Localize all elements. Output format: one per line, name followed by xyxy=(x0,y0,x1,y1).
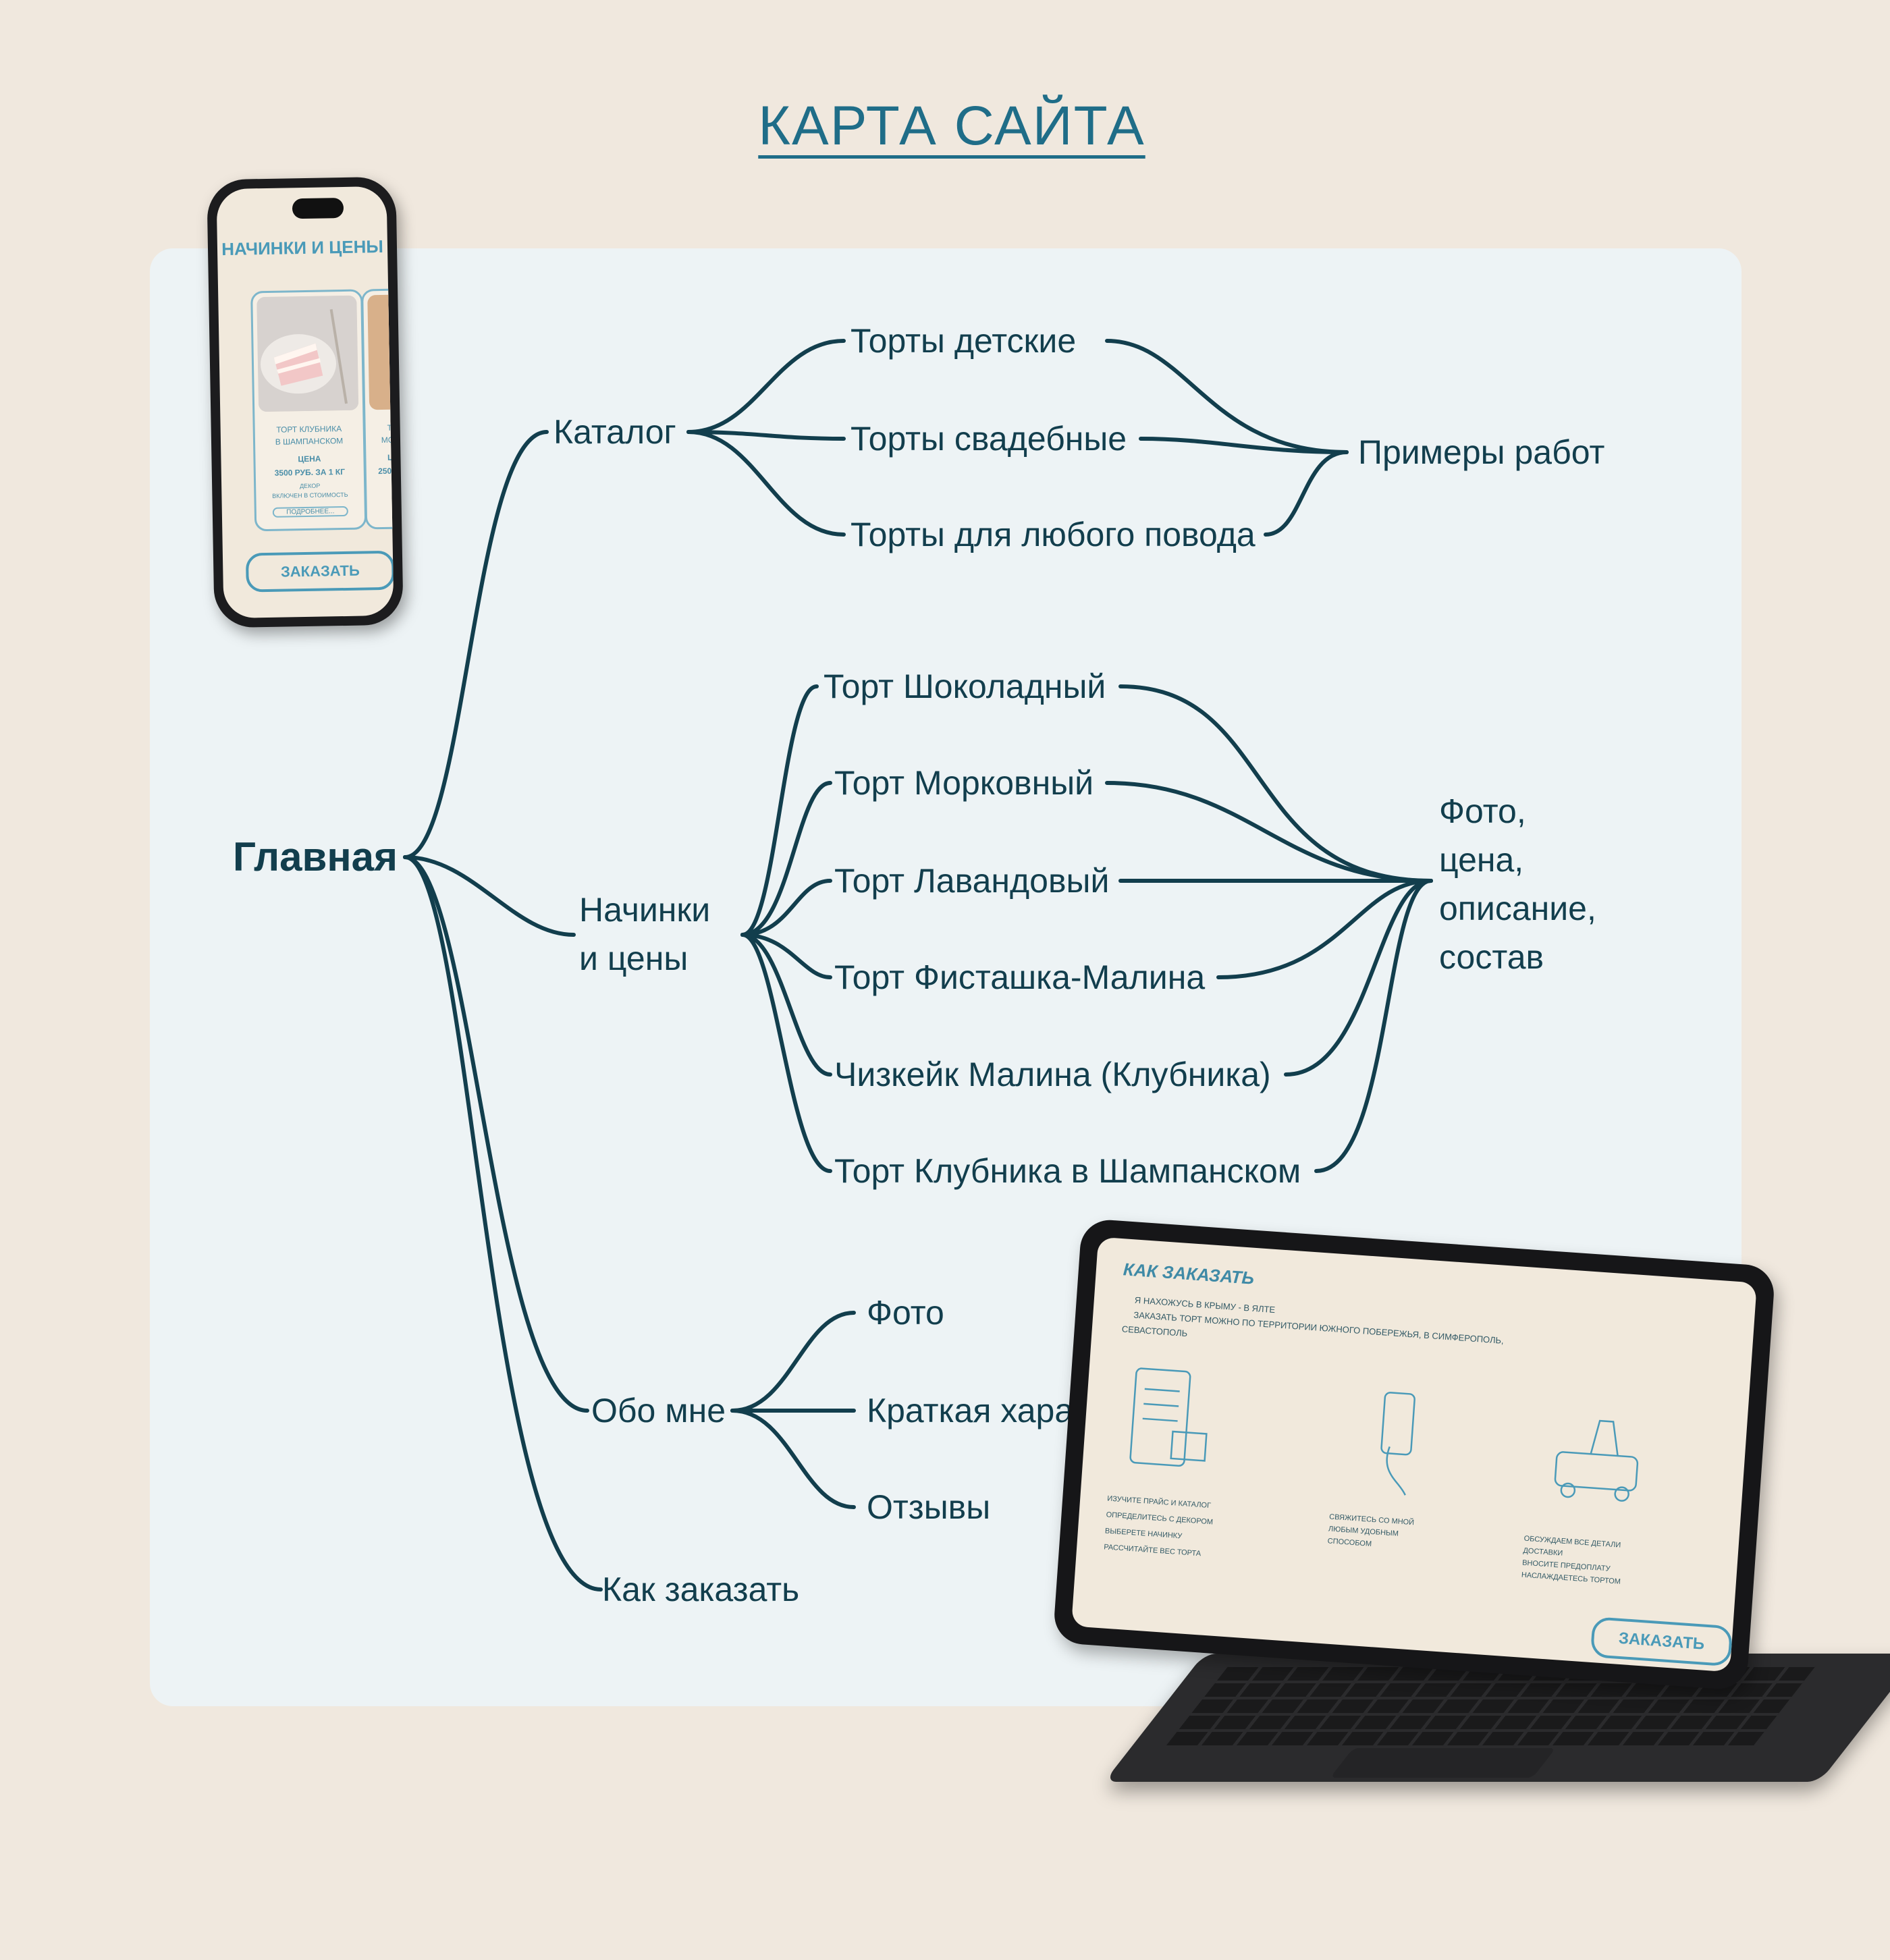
tablet-bullet: ЗАКАЗАТЬ ТОРТ МОЖНО ПО ТЕРРИТОРИИ ЮЖНОГО… xyxy=(1133,1309,1505,1346)
page-title: КАРТА САЙТА xyxy=(758,95,1145,157)
phone-order-button[interactable]: ЗАКАЗАТЬ xyxy=(245,550,394,593)
tablet-step: СПОСОБОМ xyxy=(1327,1537,1372,1548)
node-cake-strawberry: Торт Клубника в Шампанском xyxy=(834,1152,1301,1190)
node-work-examples: Примеры работ xyxy=(1358,433,1605,471)
node-cakes-any: Торты для любого повода xyxy=(850,516,1256,553)
tablet-step: ДОСТАВКИ xyxy=(1523,1546,1563,1558)
node-catalog: Каталог xyxy=(554,413,676,451)
card-line: МОРК xyxy=(381,435,394,445)
tablet-order-button[interactable]: ЗАКАЗАТЬ xyxy=(1590,1616,1733,1667)
node-how-to-order: Как заказать xyxy=(602,1571,800,1608)
card-line: В ШАМПАНСКОМ xyxy=(275,436,344,447)
card-line: ЦЕНА xyxy=(298,454,321,464)
tablet-step: НАСЛАЖДАЕТЕСЬ ТОРТОМ xyxy=(1521,1571,1621,1586)
phone-notch xyxy=(292,197,344,219)
phone-screen-title: НАЧИНКИ И ЦЕНЫ xyxy=(221,236,384,260)
node-cakes-kids: Торты детские xyxy=(850,322,1077,360)
phone-product-card: ТОРТ КЛУБНИКА В ШАМПАНСКОМ ЦЕНА 3500 РУБ… xyxy=(250,289,367,532)
tablet-step: ЛЮБЫМ УДОБНЫМ xyxy=(1328,1525,1399,1538)
tablet-illustrations xyxy=(1129,1367,1639,1502)
card-line: ДЕКОР xyxy=(299,482,321,490)
card-line: ТО xyxy=(387,423,394,433)
card-line: ТОРТ КЛУБНИКА xyxy=(276,424,342,435)
cake-photo xyxy=(256,295,359,412)
tablet-mockup: КАК ЗАКАЗАТЬ Я НАХОЖУСЬ В КРЫМУ - В ЯЛТЕ… xyxy=(1052,1218,1890,1843)
tablet-screen: КАК ЗАКАЗАТЬ Я НАХОЖУСЬ В КРЫМУ - В ЯЛТЕ… xyxy=(1071,1236,1757,1672)
node-about-photo: Фото xyxy=(867,1294,944,1332)
tablet-step: ОПРЕДЕЛИТЕСЬ С ДЕКОРОМ xyxy=(1106,1510,1214,1527)
node-about-reviews: Отзывы xyxy=(867,1488,991,1526)
phone-product-card-partial: ТО МОРК ЦЕ 2500 РУ xyxy=(361,288,394,530)
phone-mockup: НАЧИНКИ И ЦЕНЫ ТОРТ КЛУБНИКА В ШАМПАНСКО… xyxy=(207,176,404,628)
node-cakes-wedding: Торты свадебные xyxy=(850,420,1127,458)
node-home: Главная xyxy=(233,834,398,879)
tablet-step: РАССЧИТАЙТЕ ВЕС ТОРТА xyxy=(1103,1543,1202,1558)
node-details-line3: описание, xyxy=(1439,890,1596,927)
cake-photo xyxy=(367,294,394,410)
node-cake-pistachio: Торт Фисташка-Малина xyxy=(834,958,1206,996)
tablet-step: ВЫБЕРЕТЕ НАЧИНКУ xyxy=(1104,1527,1183,1541)
trackpad xyxy=(1330,1748,1556,1778)
node-cake-chocolate: Торт Шоколадный xyxy=(824,668,1106,705)
node-cake-carrot: Торт Морковный xyxy=(834,764,1094,802)
tablet-bullet: СЕВАСТОПОЛЬ xyxy=(1121,1324,1188,1339)
tablet-screen-title: КАК ЗАКАЗАТЬ xyxy=(1123,1259,1256,1288)
node-fillings-line2: и цены xyxy=(579,940,688,977)
node-fillings-line1: Начинки xyxy=(579,891,711,929)
phone-screen: НАЧИНКИ И ЦЕНЫ ТОРТ КЛУБНИКА В ШАМПАНСКО… xyxy=(216,186,394,619)
card-line: ЦЕ xyxy=(387,452,394,462)
node-details-line2: цена, xyxy=(1439,841,1524,879)
node-cheesecake: Чизкейк Малина (Клубника) xyxy=(834,1056,1271,1093)
node-about: Обо мне xyxy=(591,1392,726,1430)
tablet-step: ВНОСИТЕ ПРЕДОПЛАТУ xyxy=(1521,1558,1611,1573)
node-details-line4: состав xyxy=(1439,938,1544,976)
tablet-device: КАК ЗАКАЗАТЬ Я НАХОЖУСЬ В КРЫМУ - В ЯЛТЕ… xyxy=(1052,1218,1776,1691)
card-more-link[interactable]: ПОДРОБНЕЕ... xyxy=(272,506,348,518)
node-cake-lavender: Торт Лавандовый xyxy=(834,862,1110,900)
card-line: 2500 РУ xyxy=(378,466,394,477)
card-line: 3500 РУБ. ЗА 1 КГ xyxy=(274,466,346,478)
node-details-line1: Фото, xyxy=(1439,792,1526,830)
card-line: ВКЛЮЧЕН В СТОИМОСТЬ xyxy=(272,491,348,499)
